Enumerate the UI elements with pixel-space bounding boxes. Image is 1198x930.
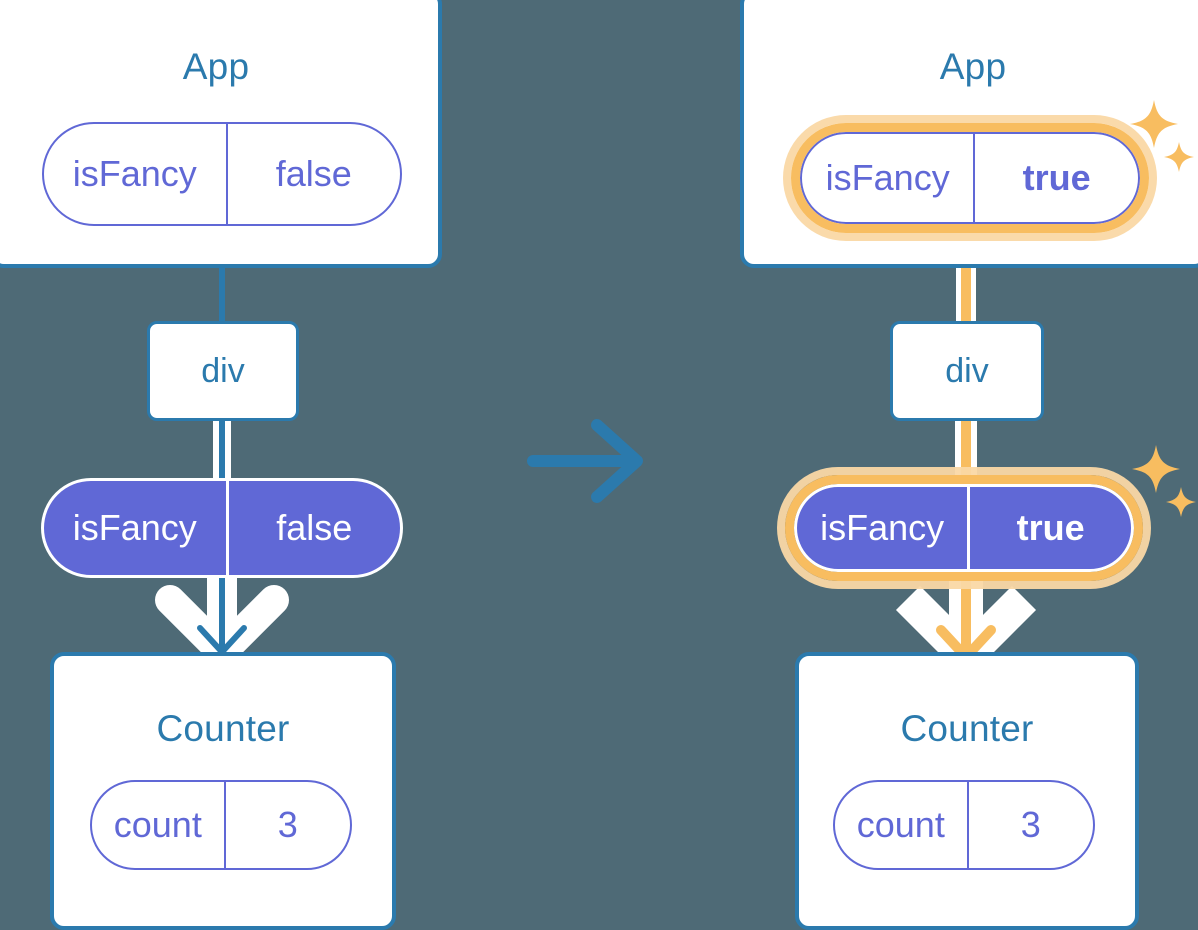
sparkle-small-icon [1164, 142, 1194, 172]
prop-pill-before[interactable]: isFancy false [41, 478, 403, 578]
div-tag-box-before[interactable]: div [147, 321, 299, 421]
app-state-value-before: false [225, 124, 400, 224]
app-state-pill-before[interactable]: isFancy false [42, 122, 402, 226]
prop-value-before: false [225, 481, 400, 575]
counter-state-name-after: count [856, 804, 945, 845]
app-state-value-after: true [973, 134, 1138, 222]
div-tag-box-after[interactable]: div [890, 321, 1044, 421]
app-title-after: App [939, 46, 1007, 87]
sparkle-large-icon [1132, 445, 1180, 493]
sparkle-group-prop-after [1132, 445, 1196, 517]
counter-state-pill-before[interactable]: count 3 [90, 780, 352, 870]
app-state-name-after: isFancy [825, 157, 950, 198]
counter-state-value-after: 3 [966, 782, 1093, 868]
counter-state-value-before: 3 [223, 782, 350, 868]
counter-state-pill-after[interactable]: count 3 [833, 780, 1095, 870]
counter-state-name-before: count [113, 804, 202, 845]
counter-title-before: Counter [156, 708, 290, 749]
app-state-pill-after[interactable]: isFancy true [800, 132, 1140, 224]
sparkle-large-icon [1130, 100, 1178, 148]
sparkle-group-app-after [1130, 100, 1194, 172]
prop-name-after: isFancy [820, 507, 945, 548]
div-tag-label-before: div [201, 351, 245, 390]
counter-title-after: Counter [900, 708, 1034, 749]
prop-name-before: isFancy [72, 507, 197, 548]
prop-pill-after[interactable]: isFancy true [794, 484, 1134, 572]
transition-right-arrow-icon [527, 419, 643, 503]
app-title-before: App [182, 46, 250, 87]
div-tag-label-after: div [945, 351, 989, 390]
sparkle-small-icon [1166, 487, 1196, 517]
app-state-name-before: isFancy [72, 153, 197, 194]
prop-value-after: true [967, 487, 1131, 569]
